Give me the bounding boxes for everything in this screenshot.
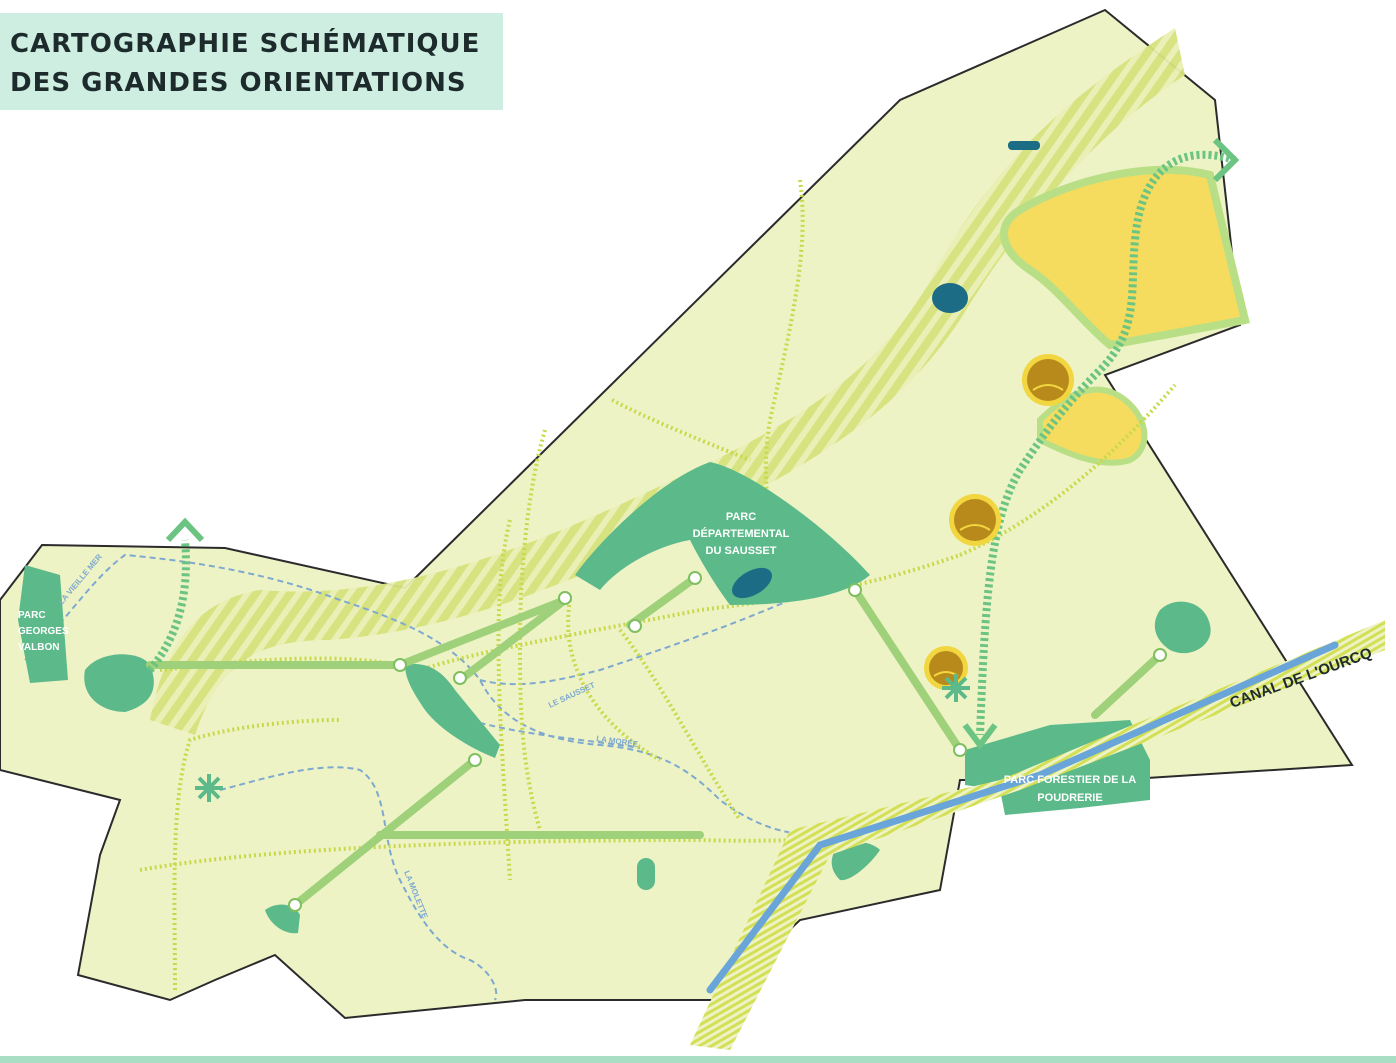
park-southwest [265, 904, 300, 934]
yellow-zone-north [1000, 165, 1250, 350]
asterisk-node-icon [942, 674, 970, 702]
map-title-box: CARTOGRAPHIE SCHÉMATIQUE DES GRANDES ORI… [0, 13, 503, 110]
stream-molette [219, 766, 498, 1001]
canal-de-l-ourcq [706, 641, 1339, 994]
green-link-corridors [146, 574, 1164, 909]
agriculture-badge-icon [949, 494, 1001, 546]
canal-corridor-band [690, 620, 1385, 1050]
west-corridor [146, 539, 190, 673]
label-parc-georges-valbon: GEORGES [18, 626, 69, 637]
park-oval-south [637, 858, 655, 890]
water-bodies [732, 141, 1040, 599]
pond-sausset [732, 567, 772, 599]
label-parc-poudrerie: POUDRERIE [1037, 792, 1102, 804]
label-parc-georges-valbon: VALBON [18, 642, 59, 653]
bottom-rule [0, 1056, 1396, 1063]
label-parc-georges-valbon: PARC [18, 610, 46, 621]
asterisk-node-icon [195, 774, 223, 802]
park-east-small [1154, 601, 1211, 654]
label-parc-sausset: DU SAUSSET [706, 545, 777, 557]
pond-top [1008, 141, 1040, 150]
stream-vieille-mer [24, 553, 831, 835]
label-parc-poudrerie: PARC FORESTIER DE LA [1004, 774, 1136, 786]
path-nodes [288, 571, 1167, 912]
stream-moree [469, 719, 641, 749]
agriculture-badge-icon [1022, 354, 1074, 406]
map-title-line-1: CARTOGRAPHIE SCHÉMATIQUE [10, 29, 481, 59]
parc-departemental-du-sausset [575, 462, 870, 605]
green-belt-band [150, 28, 1185, 735]
park-west [84, 654, 154, 712]
parc-georges-valbon [18, 565, 68, 683]
arrow-down-icon [962, 723, 998, 750]
label-parc-sausset: DÉPARTEMENTAL [693, 527, 790, 540]
map-title-line-2: DES GRANDES ORIENTATIONS [10, 68, 467, 98]
pond-north [932, 283, 968, 313]
north-south-corridor [976, 150, 1237, 736]
arrow-right-icon [1212, 137, 1240, 183]
arrow-up-icon [165, 517, 205, 543]
label-parc-sausset: PARC [726, 511, 756, 523]
park-linear-central [405, 664, 500, 758]
park-canal-south [831, 841, 880, 881]
